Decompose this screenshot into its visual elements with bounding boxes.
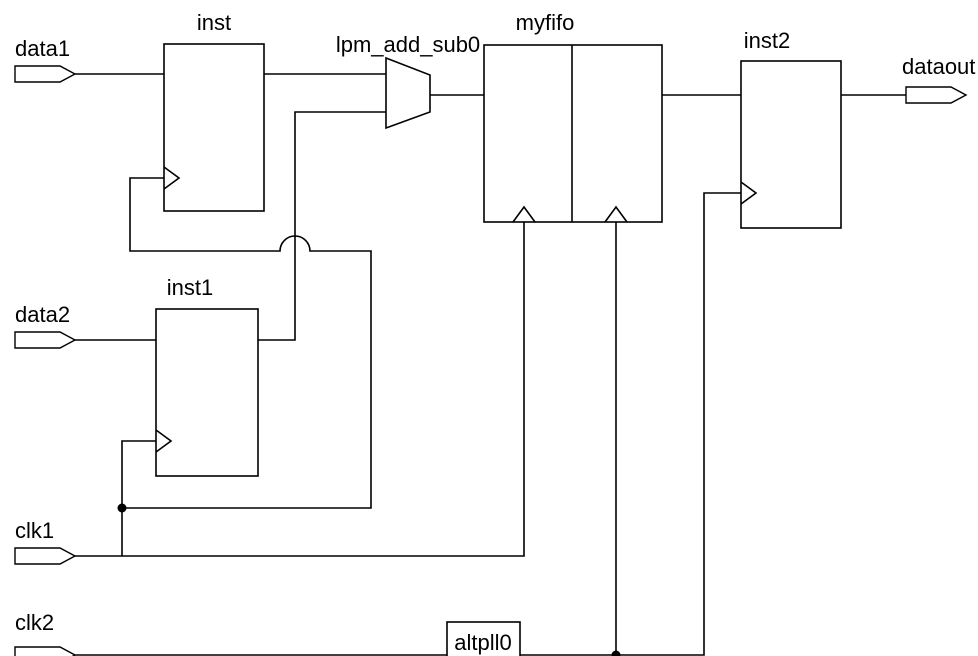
block-label-adder: lpm_add_sub0 — [336, 32, 480, 57]
port-label-data2: data2 — [15, 302, 70, 327]
wire-inst1-to-adder — [258, 111, 386, 341]
port-label-data1: data1 — [15, 36, 70, 61]
wire-clk1-main — [75, 222, 525, 557]
port-label-dataout: dataout — [902, 54, 975, 79]
block-adder[interactable]: lpm_add_sub0 — [336, 32, 480, 130]
block-fifo[interactable]: myfifo — [483, 10, 663, 223]
junction-dot-clk1 — [117, 503, 127, 513]
wire-clk1-to-inst1-clock — [121, 440, 156, 556]
block-label-inst: inst — [197, 10, 231, 35]
block-pll[interactable]: altpll0 — [446, 621, 521, 656]
port-clk2[interactable]: clk2 — [14, 610, 77, 656]
block-label-inst1: inst1 — [167, 275, 213, 300]
block-inst2[interactable]: inst2 — [740, 28, 842, 229]
port-label-clk1: clk1 — [15, 518, 54, 543]
junction-dot-pll — [611, 650, 621, 656]
block-label-inst2: inst2 — [744, 28, 790, 53]
wire-pll-to-clocks — [520, 192, 741, 656]
port-label-clk2: clk2 — [15, 610, 54, 635]
port-dataout[interactable]: dataout — [902, 54, 975, 104]
port-data1[interactable]: data1 — [14, 36, 77, 83]
port-clk1[interactable]: clk1 — [14, 518, 77, 565]
block-label-pll: altpll0 — [454, 630, 511, 655]
port-data2[interactable]: data2 — [14, 302, 77, 349]
block-inst[interactable]: inst — [163, 10, 265, 212]
block-inst1[interactable]: inst1 — [155, 275, 259, 477]
wire-clk1-feedback-to-inst-clock — [122, 177, 372, 509]
block-label-fifo: myfifo — [516, 10, 575, 35]
